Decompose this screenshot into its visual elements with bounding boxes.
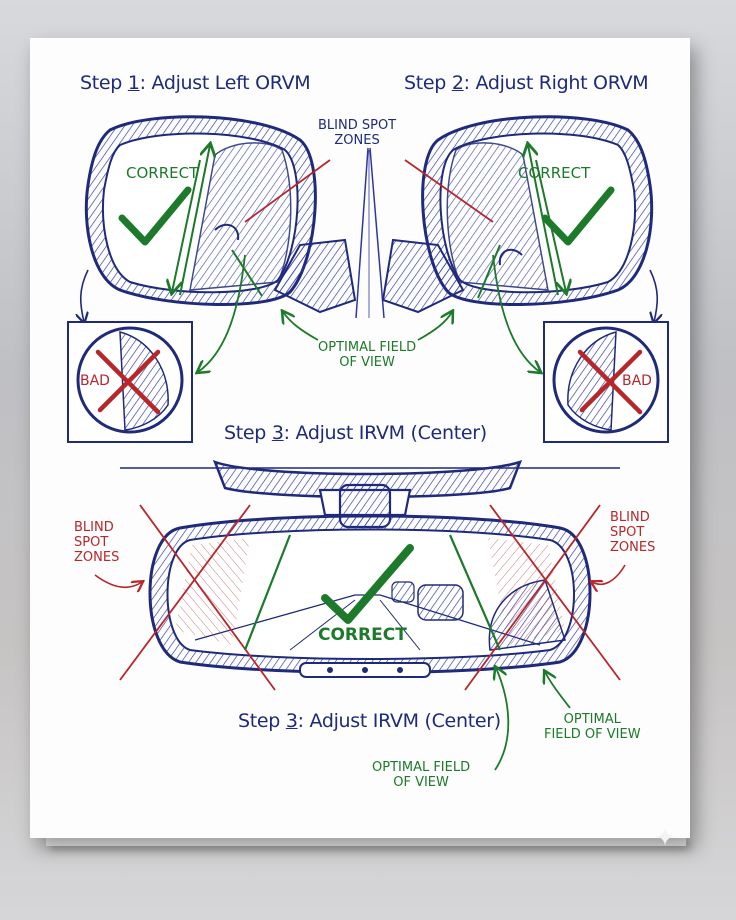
correct-right-label: CORRECT [518,164,591,182]
blind-spot-zones-right-label: BLIND SPOT ZONES [610,510,656,555]
bad-right-label: BAD [622,373,652,389]
right-orvm-icon [381,115,654,314]
step3b-text: : Adjust IRVM (Center) [297,710,502,732]
center-road-lines [355,147,385,319]
checkmark-icon [118,186,192,246]
left-orvm-icon [84,115,357,314]
step2-header: Step 2: Adjust Right ORVM [404,72,649,94]
blind-spot-zones-top-label: BLIND SPOT ZONES [318,118,397,148]
checkmark-icon [541,186,615,246]
step3b-number: 3 [285,710,298,732]
step1-number: 1 [127,72,140,94]
step1-prefix: Step [80,72,128,94]
blind-spot-zones-left-label: BLIND SPOT ZONES [74,520,120,565]
paper-stack-edge [46,836,686,846]
correct-left-label: CORRECT [126,164,199,182]
step1-text: : Adjust Left ORVM [139,72,311,94]
bad-left-label: BAD [80,373,110,389]
step2-number: 2 [451,72,464,94]
step3a-text: : Adjust IRVM (Center) [283,422,488,444]
cross-icon [577,349,643,415]
bad-left-inset [67,321,193,443]
sparkle-icon: ✦ [654,822,676,852]
irvm-blind-spot-lines [119,504,621,691]
checkmark-icon [321,544,414,624]
irvm-fov-lines [243,534,502,651]
step2-text: : Adjust Right ORVM [463,72,649,94]
optimal-fov-bottom-label: OPTIMAL FIELD OF VIEW [372,760,471,790]
step3a-number: 3 [271,422,284,444]
correct-center-label: CORRECT [318,625,407,645]
step1-header: Step 1: Adjust Left ORVM [80,72,311,94]
step2-prefix: Step [404,72,452,94]
optimal-fov-top-label: OPTIMAL FIELD OF VIEW [318,340,417,370]
step3a-prefix: Step [224,422,272,444]
step3-header-bottom: Step 3: Adjust IRVM (Center) [238,710,501,732]
step3-header-top: Step 3: Adjust IRVM (Center) [224,422,487,444]
step3b-prefix: Step [238,710,286,732]
cross-icon [95,349,161,415]
bad-right-inset [543,321,669,443]
optimal-fov-right-label: OPTIMAL FIELD OF VIEW [544,712,641,742]
